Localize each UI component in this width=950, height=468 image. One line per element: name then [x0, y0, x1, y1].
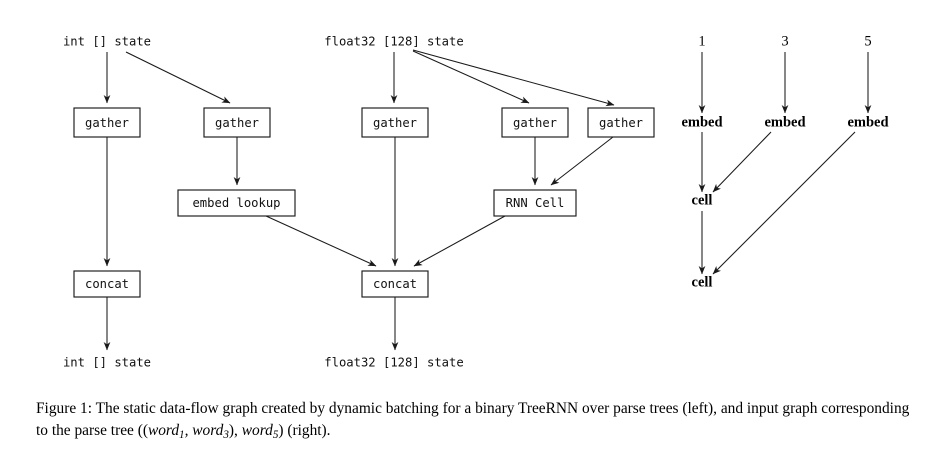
caption-line-2-start: trees (left), and input graph correspond…	[36, 400, 910, 439]
node-gather-5[interactable]	[587, 107, 655, 138]
node-gather-4-label: gather	[513, 116, 557, 130]
edge-rnn-cell-to-concat2	[413, 215, 506, 267]
caption-word-3: word	[241, 421, 273, 439]
caption-word-1: word	[147, 421, 180, 439]
node-embed-lookup-label: embed lookup	[192, 196, 280, 210]
edge-gather5-to-rnn-cell	[550, 136, 614, 186]
tree-word-id-3: 3	[781, 33, 788, 49]
caption-word-2-subscript: 3	[223, 428, 229, 441]
tree-node-cell-2[interactable]: cell	[692, 274, 713, 290]
figure-caption: Figure 1: The static data-flow graph cre…	[36, 398, 920, 444]
output-label-float-state: float32 [128] state	[324, 356, 463, 370]
caption-word-3-subscript: 5	[272, 428, 279, 441]
caption-prefix: Figure 1:	[36, 400, 93, 417]
node-gather-3-label: gather	[373, 116, 417, 130]
node-gather-1-label: gather	[85, 116, 129, 130]
edge-embed5-to-cell2	[712, 131, 856, 275]
tree-node-embed-5[interactable]: embed	[847, 114, 888, 130]
node-gather-3[interactable]	[361, 107, 429, 138]
caption-comma-1: ,	[184, 421, 189, 439]
edge-embed-lookup-to-concat2	[265, 215, 377, 267]
tree-node-embed-3[interactable]: embed	[764, 114, 805, 130]
caption-line-1: The static data-flow graph created by dy…	[95, 400, 646, 417]
edge-embed3-to-cell1	[712, 131, 772, 193]
output-label-int-state: int [] state	[63, 356, 151, 370]
caption-paren-1: ),	[228, 421, 238, 439]
input-label-float-state: float32 [128] state	[324, 35, 463, 49]
edge-float-state-to-gather5	[412, 49, 615, 107]
node-rnn-cell-label: RNN Cell	[506, 196, 565, 210]
node-concat-2-label: concat	[373, 277, 417, 291]
edge-float-state-to-gather4	[412, 50, 530, 104]
tree-word-id-5: 5	[864, 33, 871, 49]
caption-word-1-subscript: 1	[179, 428, 185, 441]
node-gather-5-label: gather	[599, 116, 643, 130]
node-gather-2-label: gather	[215, 116, 259, 130]
node-gather-2[interactable]	[203, 107, 271, 138]
caption-line-2-end: ) (right).	[278, 421, 331, 439]
node-rnn-cell[interactable]	[493, 189, 577, 217]
tree-node-embed-1[interactable]: embed	[681, 114, 722, 130]
caption-word-2: word	[192, 421, 224, 439]
node-concat-1-label: concat	[85, 277, 129, 291]
node-embed-lookup[interactable]	[177, 189, 296, 217]
node-gather-1[interactable]	[73, 107, 141, 138]
node-concat-1[interactable]	[73, 270, 141, 298]
tree-node-cell-1[interactable]: cell	[692, 192, 713, 208]
figure-diagram: int [] state float32 [128] state gather …	[63, 33, 889, 370]
input-label-int-state: int [] state	[63, 35, 151, 49]
tree-word-id-1: 1	[698, 33, 705, 49]
edge-int-state-to-gather2	[125, 51, 231, 104]
